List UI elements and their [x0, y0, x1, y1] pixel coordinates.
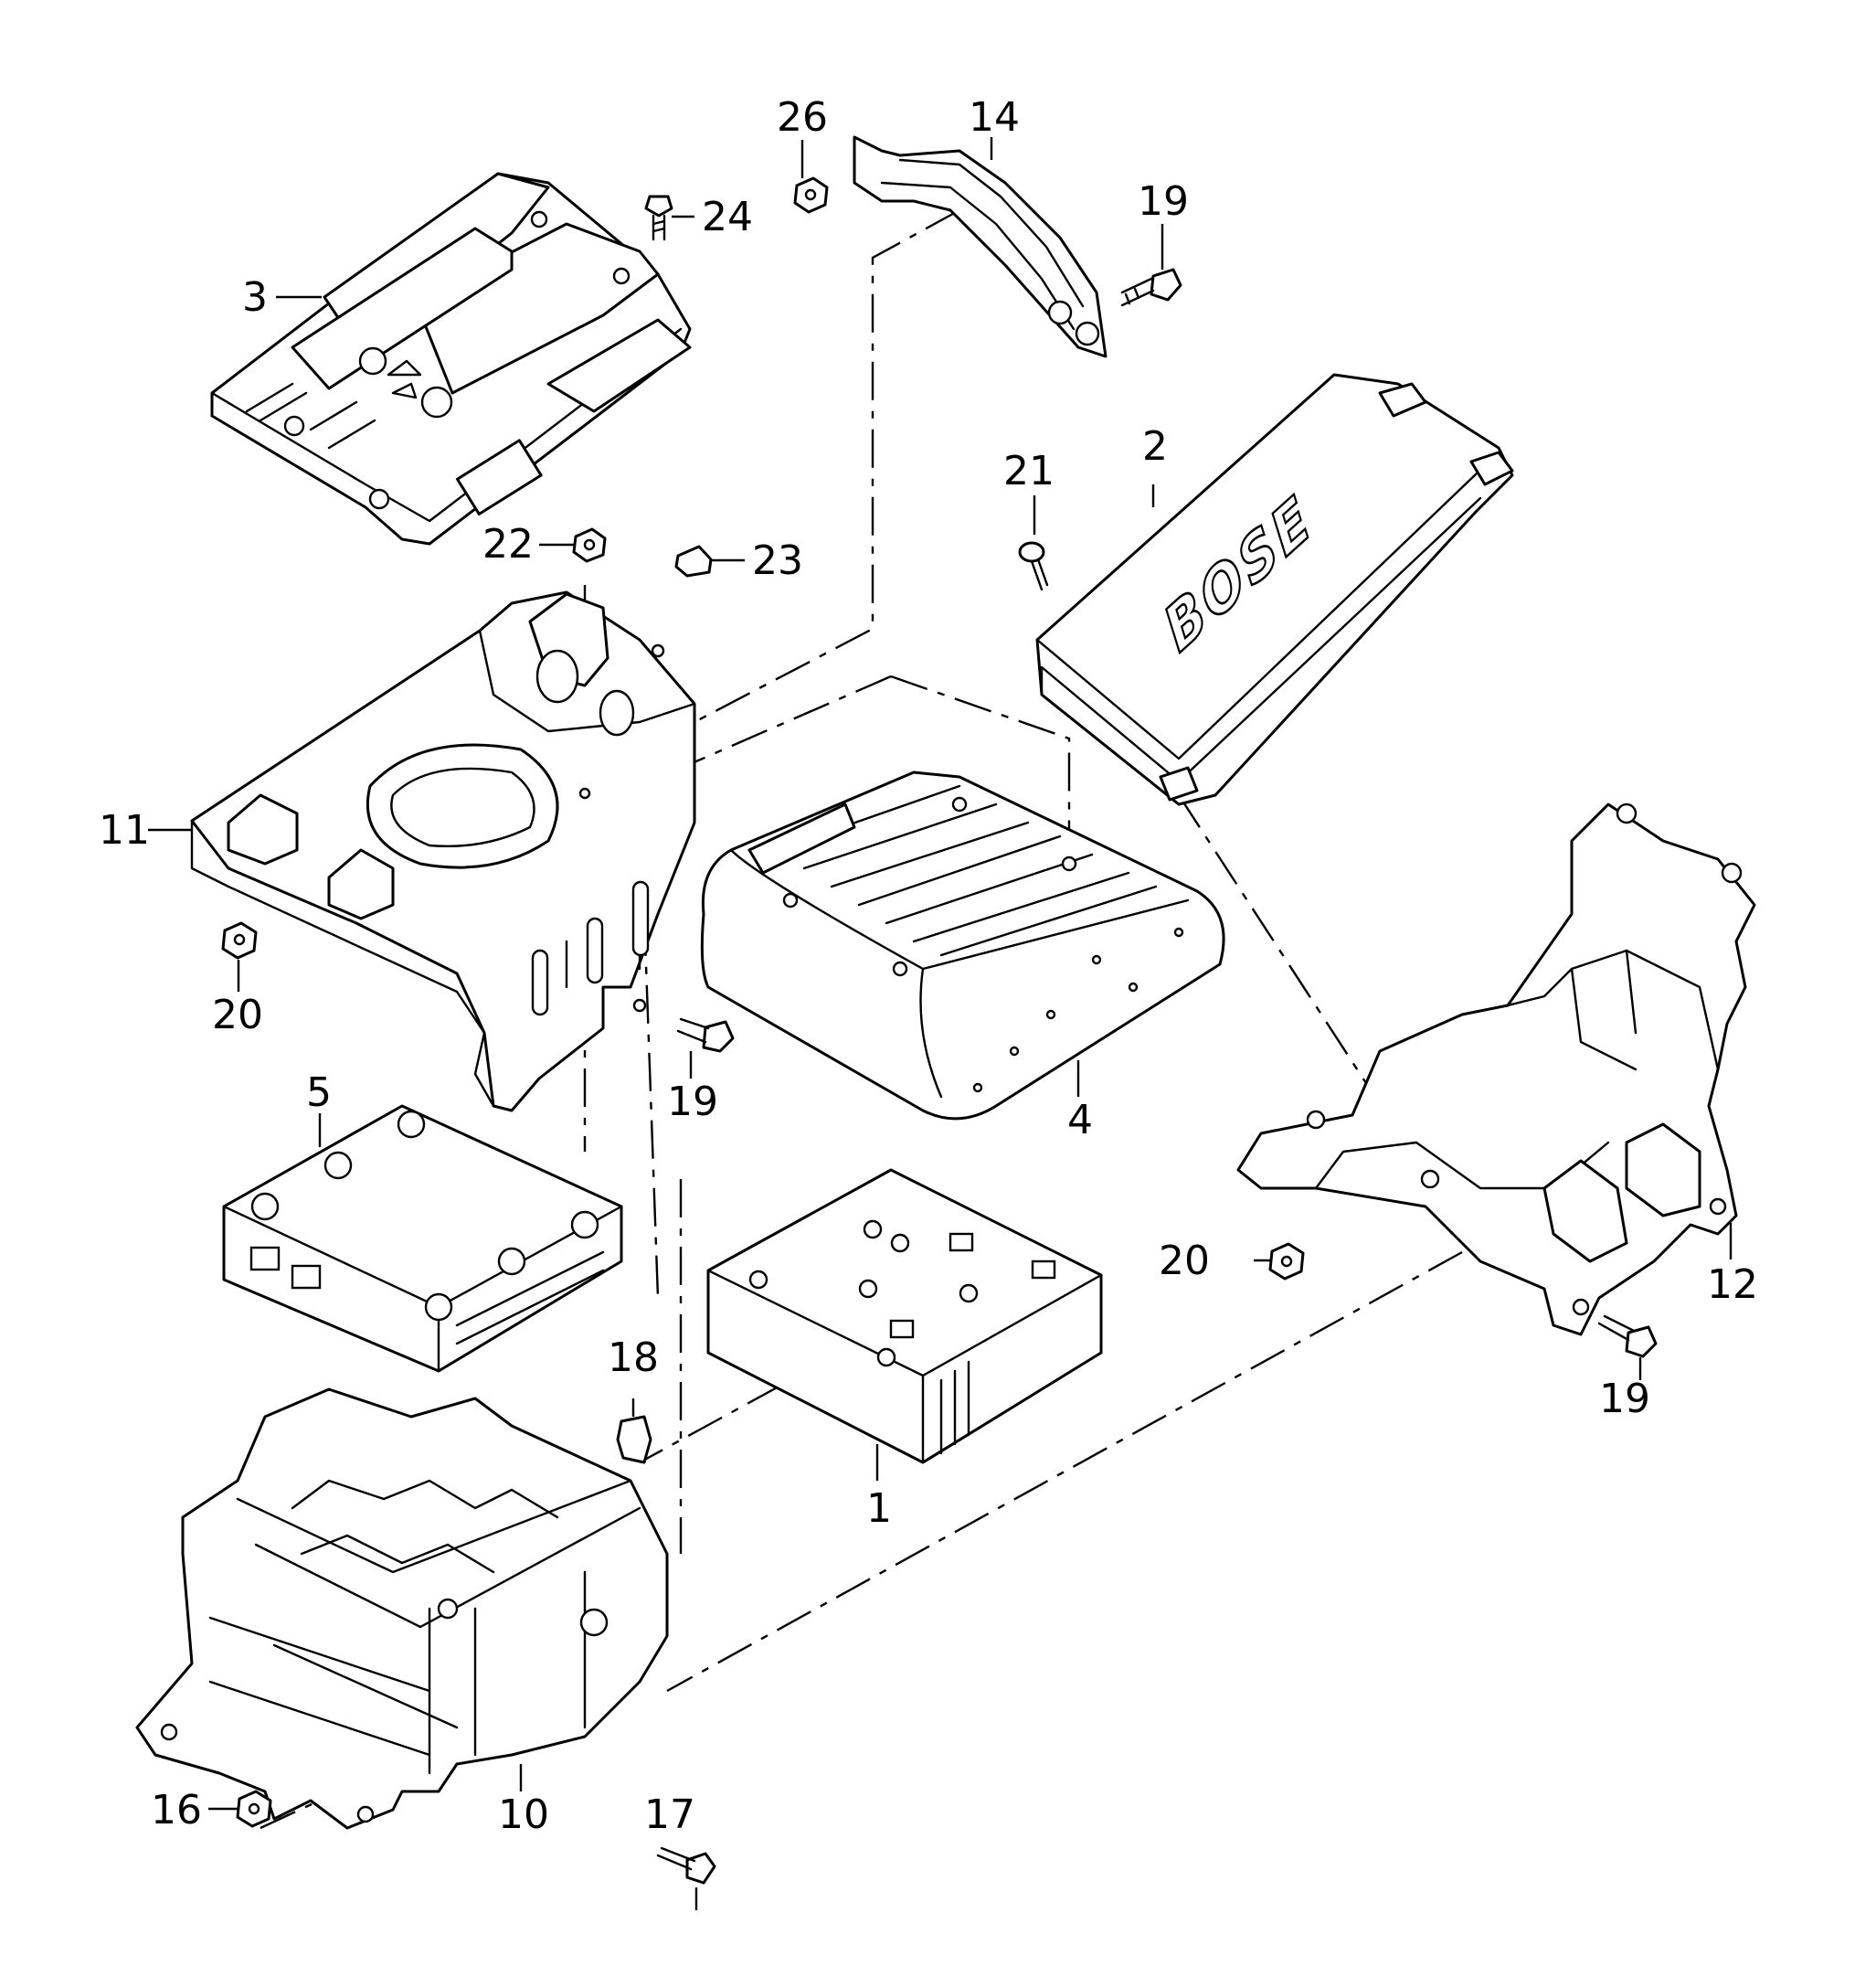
callout-19-right: 19 [1599, 1376, 1650, 1422]
callout-3: 3 [242, 274, 268, 321]
nut-20-right-icon [1268, 1242, 1305, 1281]
amplifier-unit [700, 771, 1225, 1121]
control-module [210, 172, 692, 546]
radio-unit [706, 1168, 1103, 1464]
callout-14: 14 [969, 94, 1020, 141]
callout-19-top: 19 [1138, 178, 1189, 225]
callout-19-mid: 19 [667, 1079, 718, 1125]
callout-1: 1 [866, 1485, 892, 1532]
callout-20-right: 20 [1159, 1238, 1210, 1284]
nut-22-icon [572, 527, 607, 563]
bose-amplifier: BOSE [1035, 373, 1514, 806]
callout-11: 11 [99, 807, 150, 854]
callout-4: 4 [1067, 1097, 1093, 1143]
nut-16-icon [236, 1790, 272, 1828]
callout-17: 17 [644, 1791, 695, 1838]
callout-22: 22 [482, 521, 534, 568]
callout-24: 24 [702, 194, 753, 240]
clip-23-icon [674, 545, 713, 578]
callout-5: 5 [306, 1069, 332, 1116]
callout-labels: 1 2 3 4 5 10 11 12 14 16 17 18 19 19 19 … [99, 94, 1758, 1838]
bolt-24-icon [644, 195, 673, 241]
callout-20-left: 20 [212, 992, 263, 1038]
upper-mounting-bracket [190, 590, 696, 1112]
bolt-19-right-icon [1597, 1314, 1658, 1358]
callout-10: 10 [498, 1791, 549, 1838]
screw-21-icon [1018, 541, 1049, 591]
assembly-lines [260, 208, 1463, 1830]
lower-right-bracket [1236, 802, 1756, 1336]
bolt-19-top-icon [1120, 268, 1182, 307]
bolt-17-icon [656, 1846, 716, 1885]
callout-12: 12 [1707, 1261, 1758, 1308]
nut-20-left-icon [221, 921, 258, 960]
callout-26: 26 [777, 94, 828, 141]
fasteners [221, 176, 1658, 1885]
callout-21: 21 [1003, 448, 1055, 494]
nut-26-icon [793, 176, 829, 214]
lower-carrier-bracket [135, 1387, 669, 1830]
strap-bracket [853, 135, 1108, 358]
bolt-19-mid-icon [676, 1017, 735, 1053]
module-unit [222, 1104, 623, 1373]
callout-16: 16 [151, 1787, 202, 1834]
clip-18-icon [616, 1415, 652, 1464]
callout-18: 18 [608, 1334, 659, 1381]
callout-2: 2 [1142, 423, 1168, 470]
leader-lines [148, 137, 1733, 1910]
callout-23: 23 [752, 537, 803, 584]
